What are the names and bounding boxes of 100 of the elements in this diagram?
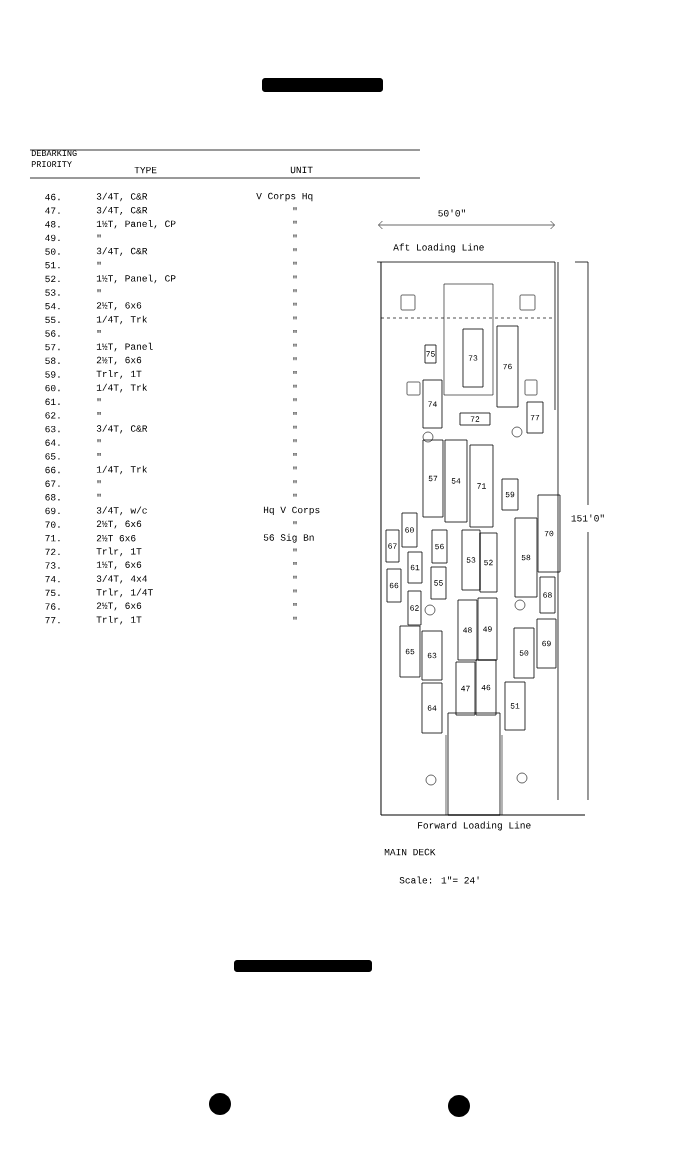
table-cell: 65. bbox=[45, 453, 60, 460]
deck-label: Scale: 1"= 24' bbox=[399, 876, 479, 884]
table-cell: " bbox=[97, 398, 101, 402]
table-cell: " bbox=[293, 207, 297, 211]
table-cell: " bbox=[293, 357, 297, 361]
vehicle-box: 74 bbox=[422, 379, 443, 429]
vehicle-box: 54 bbox=[444, 439, 468, 523]
table-cell: 3/4T, C&R bbox=[96, 424, 148, 434]
table-cell: 55. bbox=[45, 316, 60, 324]
table-cell: " bbox=[97, 480, 101, 484]
table-cell: 72. bbox=[45, 548, 60, 556]
vehicle-box: 63 bbox=[421, 630, 443, 681]
dimension-label: 151'0" bbox=[569, 513, 607, 523]
table-cell: 1½T, Panel, CP bbox=[96, 220, 176, 229]
table-cell: " bbox=[293, 371, 297, 375]
table-cell: 77. bbox=[45, 617, 60, 624]
table-cell: 1/4T, Trk bbox=[96, 465, 147, 475]
table-cell: " bbox=[97, 452, 101, 456]
deck-label: MAIN DECK bbox=[384, 848, 436, 856]
vehicle-box: 52 bbox=[479, 532, 498, 593]
table-cell: " bbox=[293, 343, 297, 347]
vehicle-box: 71 bbox=[469, 444, 494, 528]
vehicle-box: 48 bbox=[457, 599, 478, 661]
table-cell: 56 Sig Bn bbox=[263, 533, 314, 543]
table-cell: " bbox=[293, 575, 297, 579]
table-cell: " bbox=[293, 411, 297, 415]
table-cell: 3/4T, C&R bbox=[96, 206, 148, 215]
table-cell: " bbox=[293, 261, 297, 265]
table-cell: " bbox=[293, 521, 297, 525]
vehicle-box: 76 bbox=[496, 325, 519, 408]
table-cell: 52. bbox=[45, 275, 60, 283]
table-cell: " bbox=[293, 275, 297, 279]
table-cell: Trlr, 1/4T bbox=[96, 588, 153, 598]
table-cell: 2½T, 6x6 bbox=[96, 602, 142, 611]
table-cell: " bbox=[293, 616, 297, 620]
table-cell: " bbox=[97, 411, 101, 415]
table-cell: 1/4T, Trk bbox=[96, 383, 147, 393]
table-cell: 2½T, 6x6 bbox=[96, 520, 142, 529]
table-cell: Trlr, 1T bbox=[96, 370, 142, 379]
table-cell: 2½T, 6x6 bbox=[96, 302, 142, 311]
table-cell: " bbox=[97, 493, 101, 497]
vehicle-box: 69 bbox=[536, 618, 557, 669]
vehicle-box: 66 bbox=[386, 568, 402, 603]
vehicle-box: 51 bbox=[504, 681, 526, 731]
table-cell: " bbox=[293, 589, 297, 593]
table-cell: 51. bbox=[45, 262, 60, 269]
table-cell: " bbox=[293, 466, 297, 470]
table-cell: " bbox=[293, 439, 297, 443]
vehicle-box: 53 bbox=[461, 529, 481, 591]
table-cell: Trlr, 1T bbox=[96, 615, 142, 625]
table-cell: 62. bbox=[45, 412, 60, 419]
table-cell: 59. bbox=[45, 371, 60, 378]
vehicle-box: 75 bbox=[424, 344, 437, 364]
vehicle-box: 60 bbox=[401, 512, 418, 548]
table-cell: " bbox=[293, 548, 297, 552]
table-cell: 75. bbox=[45, 589, 60, 597]
table-cell: 1½T, Panel, CP bbox=[96, 274, 176, 284]
table-cell: " bbox=[293, 452, 297, 456]
table-cell: " bbox=[293, 603, 297, 607]
deck-label: Aft Loading Line bbox=[393, 243, 484, 253]
table-cell: Trlr, 1T bbox=[96, 547, 142, 557]
table-cell: " bbox=[293, 316, 297, 320]
vehicle-box: 65 bbox=[399, 625, 421, 678]
table-cell: " bbox=[293, 398, 297, 402]
vehicle-box: 55 bbox=[430, 566, 447, 600]
table-cell: 3/4T, w/c bbox=[96, 506, 147, 516]
table-cell: 76. bbox=[45, 603, 60, 610]
table-cell: 57. bbox=[45, 343, 60, 351]
table-cell: " bbox=[293, 330, 297, 334]
table-cell: 50. bbox=[45, 248, 60, 255]
table-cell: 73. bbox=[45, 562, 60, 569]
table-cell: " bbox=[293, 248, 297, 252]
vehicle-box: 56 bbox=[431, 529, 448, 564]
vehicle-box: 57 bbox=[422, 439, 444, 518]
vehicle-box: 49 bbox=[477, 597, 498, 661]
table-cell: " bbox=[293, 234, 297, 238]
table-cell: 66. bbox=[45, 466, 60, 474]
table-cell: " bbox=[293, 384, 297, 388]
table-cell: 2½T 6x6 bbox=[96, 535, 136, 542]
table-cell: 68. bbox=[45, 494, 60, 501]
table-cell: Hq V Corps bbox=[263, 506, 320, 516]
table-cell: 56. bbox=[45, 330, 60, 337]
table-cell: 69. bbox=[45, 507, 60, 515]
table-cell: 60. bbox=[45, 384, 60, 392]
table-cell: 48. bbox=[45, 221, 60, 228]
vehicle-box: 72 bbox=[459, 412, 491, 426]
table-cell: 1½T, 6x6 bbox=[96, 561, 142, 570]
vehicle-box: 50 bbox=[513, 627, 535, 679]
column-header: TYPE bbox=[134, 166, 157, 174]
table-cell: 74. bbox=[45, 576, 60, 583]
table-cell: " bbox=[97, 234, 101, 238]
table-cell: 54. bbox=[45, 303, 60, 310]
vehicle-box: 58 bbox=[514, 517, 538, 598]
vehicle-box: 62 bbox=[407, 590, 422, 626]
table-cell: 46. bbox=[45, 193, 60, 201]
table-cell: 67. bbox=[45, 480, 60, 487]
vehicle-box: 73 bbox=[462, 328, 484, 388]
table-cell: 70. bbox=[45, 521, 60, 528]
table-cell: 1/4T, Trk bbox=[96, 315, 147, 325]
table-cell: " bbox=[97, 439, 101, 443]
